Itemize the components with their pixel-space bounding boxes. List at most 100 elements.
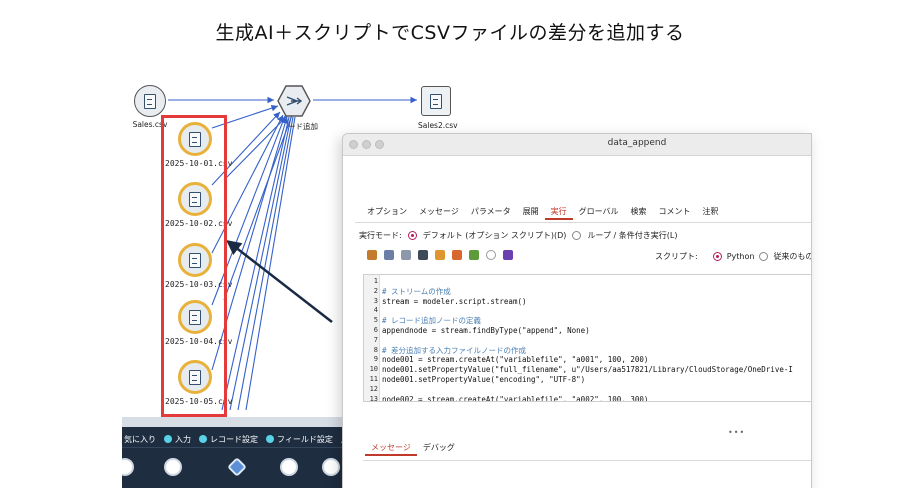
output-node[interactable] xyxy=(421,86,451,116)
palette-node-icon[interactable] xyxy=(227,457,247,477)
append-node-label: ード追加 xyxy=(288,122,318,131)
append-node[interactable] xyxy=(277,85,311,117)
input-node[interactable]: 2025-10-01.csv xyxy=(165,122,233,168)
tab-parameters[interactable]: パラメータ xyxy=(470,207,511,216)
check-icon[interactable] xyxy=(503,250,513,260)
file-icon xyxy=(178,122,212,156)
export-icon[interactable] xyxy=(401,250,411,260)
close-window-button[interactable] xyxy=(349,140,358,149)
input-node-label: 2025-10-04.csv xyxy=(165,337,233,346)
tab-output-debug[interactable]: デバッグ xyxy=(422,443,455,452)
tab-search[interactable]: 検索 xyxy=(630,207,647,216)
input-node-label: 2025-10-05.csv xyxy=(165,397,233,406)
stop-icon[interactable] xyxy=(486,250,496,260)
input-node-label: 2025-10-02.csv xyxy=(165,219,233,228)
code-line[interactable]: 13 node002 = stream.createAt("variablefil… xyxy=(364,394,811,402)
palette-tab-record-ops[interactable]: レコード設定 xyxy=(199,431,258,447)
append-icon xyxy=(277,85,311,117)
window-titlebar[interactable]: data_append xyxy=(343,134,811,156)
copy-icon[interactable] xyxy=(435,250,445,260)
input-node[interactable]: 2025-10-04.csv xyxy=(165,300,233,346)
source-node[interactable]: Sales.csv xyxy=(128,85,172,129)
circle-icon xyxy=(164,435,172,443)
palette-tab-favorites[interactable]: 気に入り xyxy=(124,434,156,444)
editor-toolbar xyxy=(367,250,513,260)
input-node[interactable]: 2025-10-05.csv xyxy=(165,360,233,406)
code-comment: # ストリームの作成 xyxy=(382,286,451,296)
line-number: 12 xyxy=(369,384,378,393)
tab-output-messages[interactable]: メッセージ xyxy=(365,440,417,456)
palette-node-icon[interactable] xyxy=(122,458,134,476)
palette-tab-input[interactable]: 入力 xyxy=(164,431,191,447)
code-text: node001.setPropertyValue("full_filename"… xyxy=(382,365,793,375)
tab-messages[interactable]: メッセージ xyxy=(419,207,459,216)
mode-loop-label[interactable]: ループ / 条件付き実行(L) xyxy=(587,231,678,240)
file-icon xyxy=(134,85,166,117)
run-icon[interactable] xyxy=(469,250,479,260)
palette-node-icon[interactable] xyxy=(280,458,298,476)
splitter-handle[interactable]: ••• xyxy=(728,428,746,437)
file-icon xyxy=(430,93,442,109)
script-window: data_append オプション メッセージ パラメータ 展開 実行 グローバ… xyxy=(342,133,812,488)
code-line[interactable]: 4 xyxy=(364,306,811,316)
code-line[interactable]: 8# 差分追加する入力ファイルノードの作成 xyxy=(364,345,811,356)
window-tabs: オプション メッセージ パラメータ 展開 実行 グローバル 検索 コメント 注釈 xyxy=(361,204,725,220)
code-line[interactable]: 2# ストリームの作成 xyxy=(364,286,811,297)
code-text xyxy=(380,277,382,287)
code-line[interactable]: 7 xyxy=(364,336,811,346)
palette-node-icon[interactable] xyxy=(322,458,340,476)
input-node-label: 2025-10-01.csv xyxy=(165,159,233,168)
mode-default-label[interactable]: デフォルト (オプション スクリプト)(D) xyxy=(422,231,567,240)
code-line[interactable]: 12 xyxy=(364,384,811,395)
mode-loop-radio[interactable] xyxy=(572,231,582,240)
input-nodes-highlight xyxy=(161,115,227,417)
line-number: 13 xyxy=(369,394,378,402)
palette-node-icon[interactable] xyxy=(164,458,182,476)
palette-tab-field-ops[interactable]: フィールド設定 xyxy=(266,431,333,447)
tab-deploy[interactable]: 展開 xyxy=(522,207,539,216)
tab-globals[interactable]: グローバル xyxy=(578,207,619,216)
import-icon[interactable] xyxy=(367,250,377,260)
mode-default-radio[interactable] xyxy=(407,231,417,240)
python-label[interactable]: Python xyxy=(726,252,755,261)
paste-icon[interactable] xyxy=(452,250,462,260)
wire-input-3 xyxy=(211,114,284,254)
minimize-window-button[interactable] xyxy=(362,140,371,149)
code-text xyxy=(380,306,382,316)
legacy-label[interactable]: 従来のもの xyxy=(773,252,812,261)
file-icon xyxy=(178,243,212,277)
code-line[interactable]: 5# レコード追加ノードの定義 xyxy=(364,316,811,326)
zoom-window-button[interactable] xyxy=(375,140,384,149)
input-node[interactable]: 2025-10-02.csv xyxy=(165,182,233,228)
script-language-row: スクリプト: Python 従来のもの xyxy=(655,251,812,262)
tab-comment[interactable]: コメント xyxy=(658,207,691,216)
legacy-radio[interactable] xyxy=(759,252,769,261)
code-line[interactable]: 1 xyxy=(364,277,811,287)
line-number: 1 xyxy=(373,277,378,285)
python-radio[interactable] xyxy=(712,252,722,261)
tab-execution[interactable]: 実行 xyxy=(544,204,573,220)
input-node[interactable]: 2025-10-03.csv xyxy=(165,243,233,289)
output-node-label: Sales2.csv xyxy=(418,121,458,130)
tab-annotation[interactable]: 注釈 xyxy=(702,207,719,216)
line-number: 3 xyxy=(373,296,378,305)
annotation-arrow xyxy=(226,239,333,323)
line-number: 5 xyxy=(373,316,378,325)
save-icon[interactable] xyxy=(384,250,394,260)
code-text: node002 = stream.createAt("variablefile"… xyxy=(382,394,649,402)
slide-title: 生成AI＋スクリプトでCSVファイルの差分を追加する xyxy=(215,22,685,44)
line-number: 8 xyxy=(373,345,378,354)
input-node-label: 2025-10-03.csv xyxy=(165,280,233,289)
line-number: 9 xyxy=(373,355,378,364)
tab-options[interactable]: オプション xyxy=(367,207,407,216)
print-icon[interactable] xyxy=(418,250,428,260)
circle-icon xyxy=(266,435,274,443)
file-icon xyxy=(178,182,212,216)
